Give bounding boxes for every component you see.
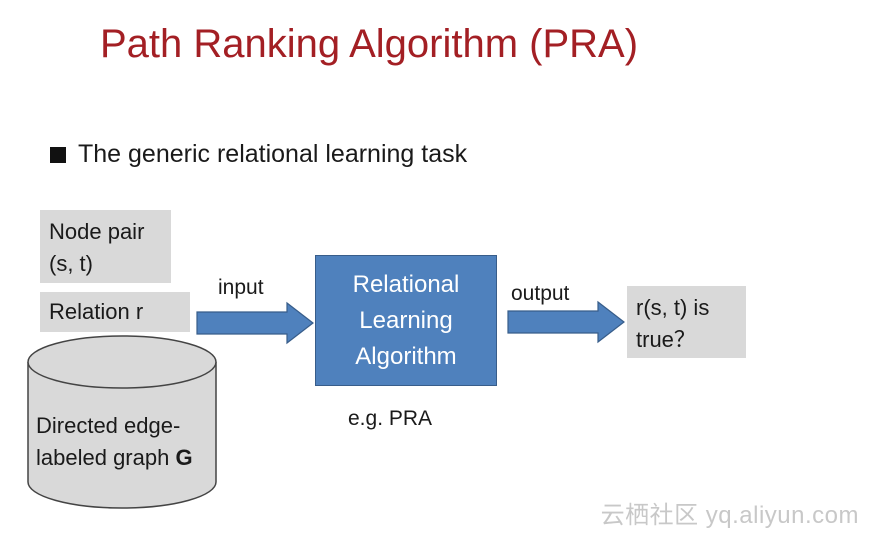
- node-pair-value: (s, t): [49, 251, 93, 276]
- algorithm-line3: Algorithm: [355, 342, 457, 370]
- algorithm-example: e.g. PRA: [348, 407, 433, 430]
- graph-cylinder: [27, 335, 217, 509]
- output-arrow: [507, 300, 625, 344]
- output-box: r(s, t) is true？: [627, 286, 746, 358]
- output-line1: r(s, t) is: [636, 295, 710, 320]
- graph-label-line2: labeled graph G: [36, 445, 193, 470]
- output-line2: true？: [636, 327, 696, 352]
- bullet-item: The generic relational learning task: [50, 140, 467, 169]
- relation-box: Relation r: [40, 292, 190, 332]
- bullet-text: The generic relational learning task: [78, 140, 468, 168]
- graph-symbol: G: [175, 445, 193, 470]
- algorithm-line2: Learning: [359, 306, 453, 334]
- algorithm-box: Relational Learning Algorithm: [315, 255, 497, 386]
- graph-label: Directed edge- labeled graph G: [36, 410, 193, 474]
- node-pair-box: Node pair (s, t): [40, 210, 171, 283]
- watermark: 云栖社区 yq.aliyun.com: [600, 502, 859, 529]
- algorithm-line1: Relational: [352, 270, 460, 298]
- output-label: output: [511, 282, 570, 305]
- node-pair-label: Node pair: [49, 219, 145, 244]
- page-title: Path Ranking Algorithm (PRA): [100, 22, 639, 66]
- input-arrow: [196, 301, 314, 345]
- graph-label-line1: Directed edge-: [36, 413, 181, 438]
- relation-label: Relation r: [49, 299, 144, 324]
- square-bullet-icon: [50, 146, 66, 163]
- input-label: input: [218, 276, 264, 299]
